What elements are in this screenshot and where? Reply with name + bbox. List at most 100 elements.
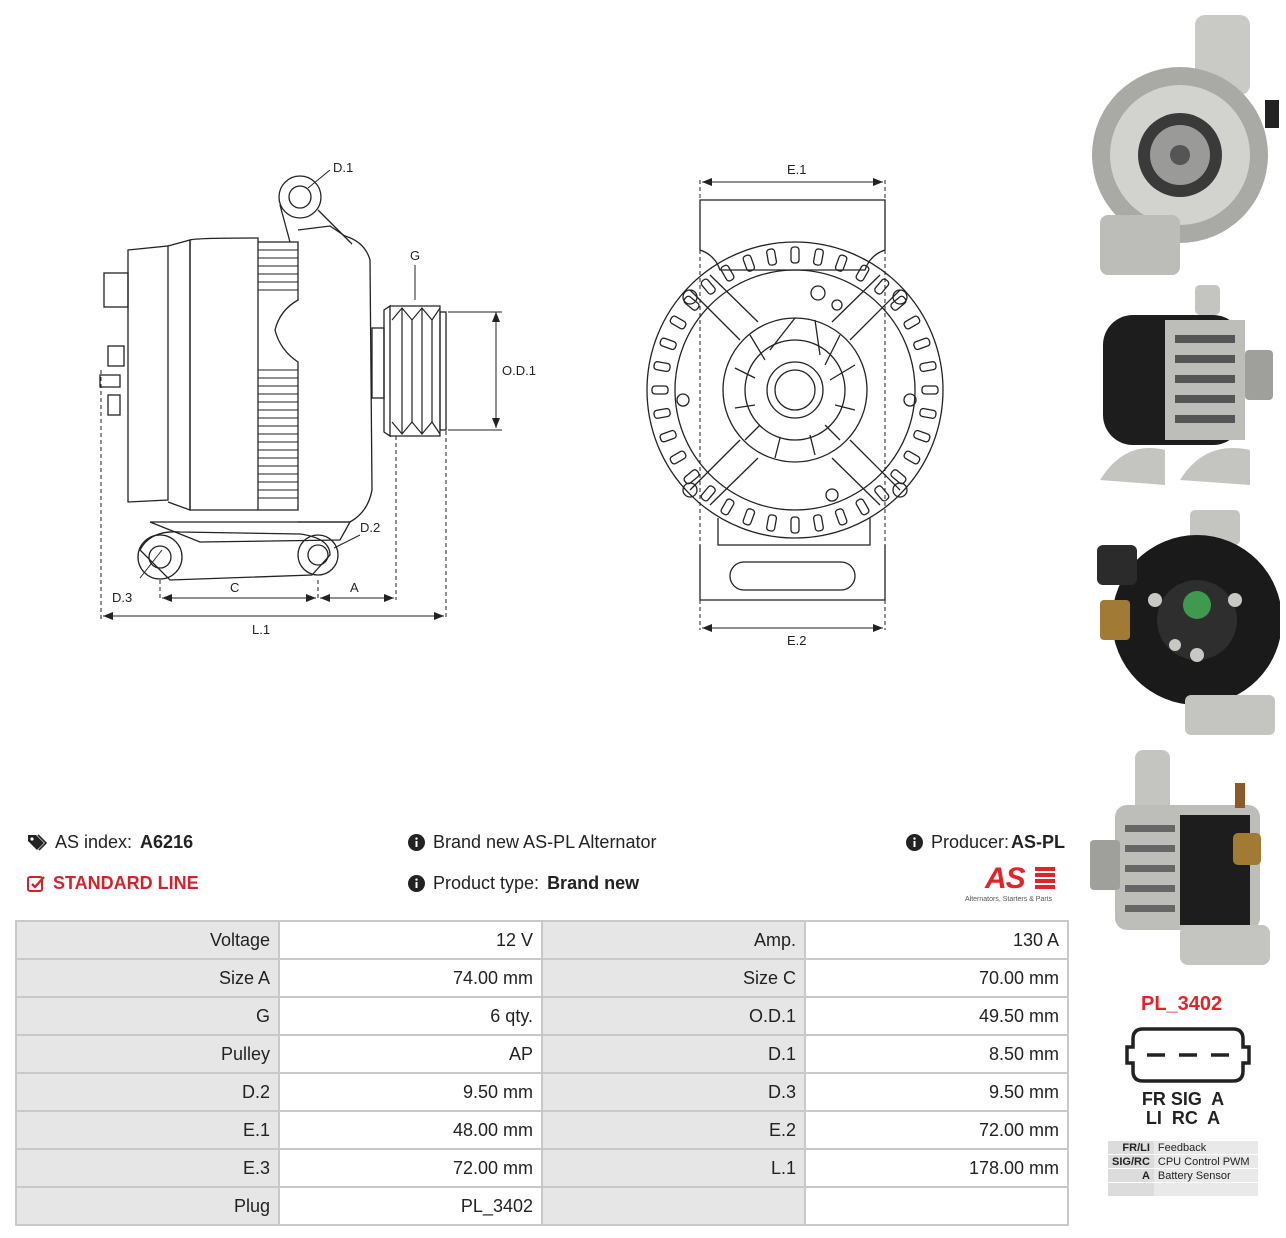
legend-desc: Battery Sensor (1153, 1169, 1258, 1182)
housing-slot (890, 469, 907, 485)
housing-slot (653, 361, 671, 373)
spec-label: Amp. (541, 920, 806, 960)
spec-value: 8.50 mm (804, 1034, 1069, 1074)
spec-label: L.1 (541, 1148, 806, 1188)
housing-slot (683, 469, 700, 485)
housing-slot (913, 429, 931, 443)
plug-connector-icon (1125, 1027, 1251, 1083)
side-view-drawing: D.1 G O.D.1 D.2 D.3 C A L.1 (99, 160, 536, 637)
housing-slot (700, 278, 716, 295)
housing-slot (742, 254, 756, 272)
brand-text: Brand new AS-PL Alternator (433, 832, 657, 852)
as-logo: AS Alternators, Starters & Parts (965, 862, 1068, 908)
brand-info: Brand new AS-PL Alternator (408, 832, 656, 853)
as-index: AS index: A6216 (27, 832, 193, 853)
housing-slot (903, 450, 921, 465)
housing-slot (855, 498, 870, 516)
spec-value: 6 qty. (278, 996, 543, 1036)
spec-value: 130 A (804, 920, 1069, 960)
housing-slot (919, 407, 937, 419)
legend-row (1108, 1183, 1258, 1196)
label-d2: D.2 (360, 520, 380, 535)
housing-slot (683, 295, 700, 311)
housing-slot (903, 315, 921, 330)
info-icon (408, 834, 425, 851)
product-photo-side (1100, 285, 1273, 485)
housing-slot (890, 295, 907, 311)
spec-value: 70.00 mm (804, 958, 1069, 998)
spec-label: Size C (541, 958, 806, 998)
label-d3: D.3 (112, 590, 132, 605)
housing-slot (834, 254, 848, 272)
spec-value: 9.50 mm (804, 1072, 1069, 1112)
spec-value: 9.50 mm (278, 1072, 543, 1112)
spec-label: D.1 (541, 1034, 806, 1074)
legend-code: FR/LI (1108, 1141, 1154, 1154)
front-view-drawing: E.1 E.2 (646, 162, 944, 648)
spec-value (804, 1186, 1069, 1226)
legend-desc: Feedback (1153, 1141, 1258, 1154)
housing-slot (812, 514, 824, 532)
housing-slot (766, 514, 778, 532)
label-e2: E.2 (787, 633, 807, 648)
spec-label: Voltage (15, 920, 280, 960)
housing-slot (651, 385, 669, 395)
housing-slot (659, 429, 677, 443)
spec-label: E.3 (15, 1148, 280, 1188)
housing-slot (812, 248, 824, 266)
legend-desc (1153, 1183, 1258, 1196)
logo-text: AS (985, 862, 1026, 895)
spec-label: D.2 (15, 1072, 280, 1112)
housing-slot (669, 450, 687, 465)
spec-label: E.1 (15, 1110, 280, 1150)
spec-label: O.D.1 (541, 996, 806, 1036)
line-badge: STANDARD LINE (27, 873, 199, 894)
product-photo-rear (1097, 510, 1280, 735)
housing-slot (742, 508, 756, 526)
legend-code: A (1108, 1169, 1154, 1182)
housing-slot (855, 264, 870, 282)
housing-slot (874, 278, 890, 295)
housing-slot (720, 498, 735, 516)
housing-slot (653, 407, 671, 419)
spec-label: E.2 (541, 1110, 806, 1150)
producer-label: Producer: (931, 832, 1010, 852)
product-photo-top (1090, 750, 1270, 965)
product-type-value: Brand new (547, 873, 640, 893)
housing-slot (790, 246, 800, 264)
label-a: A (350, 580, 359, 595)
housing-slot (700, 485, 716, 502)
label-d1: D.1 (333, 160, 353, 175)
label-c: C (230, 580, 239, 595)
spec-value: PL_3402 (278, 1186, 543, 1226)
spec-label: D.3 (541, 1072, 806, 1112)
housing-slot (874, 485, 890, 502)
pins-row-2: LI RC A (1145, 1108, 1221, 1128)
tags-icon (28, 833, 47, 851)
spec-label: Plug (15, 1186, 280, 1226)
line-label: STANDARD LINE (53, 873, 199, 893)
label-l1: L.1 (252, 622, 270, 637)
legend-desc: CPU Control PWM (1153, 1155, 1258, 1168)
as-index-label: AS index: (55, 832, 133, 852)
producer-value: AS-PL (1011, 832, 1066, 852)
label-od1: O.D.1 (502, 363, 536, 378)
housing-slot (921, 385, 939, 395)
spec-label: Pulley (15, 1034, 280, 1074)
product-type: Product type: Brand new (408, 873, 639, 894)
spec-value: 72.00 mm (804, 1110, 1069, 1150)
housing-slot (790, 516, 800, 534)
checkbox-icon (27, 875, 45, 892)
housing-slot (913, 337, 931, 351)
housing-slot (834, 508, 848, 526)
housing-slot (766, 248, 778, 266)
